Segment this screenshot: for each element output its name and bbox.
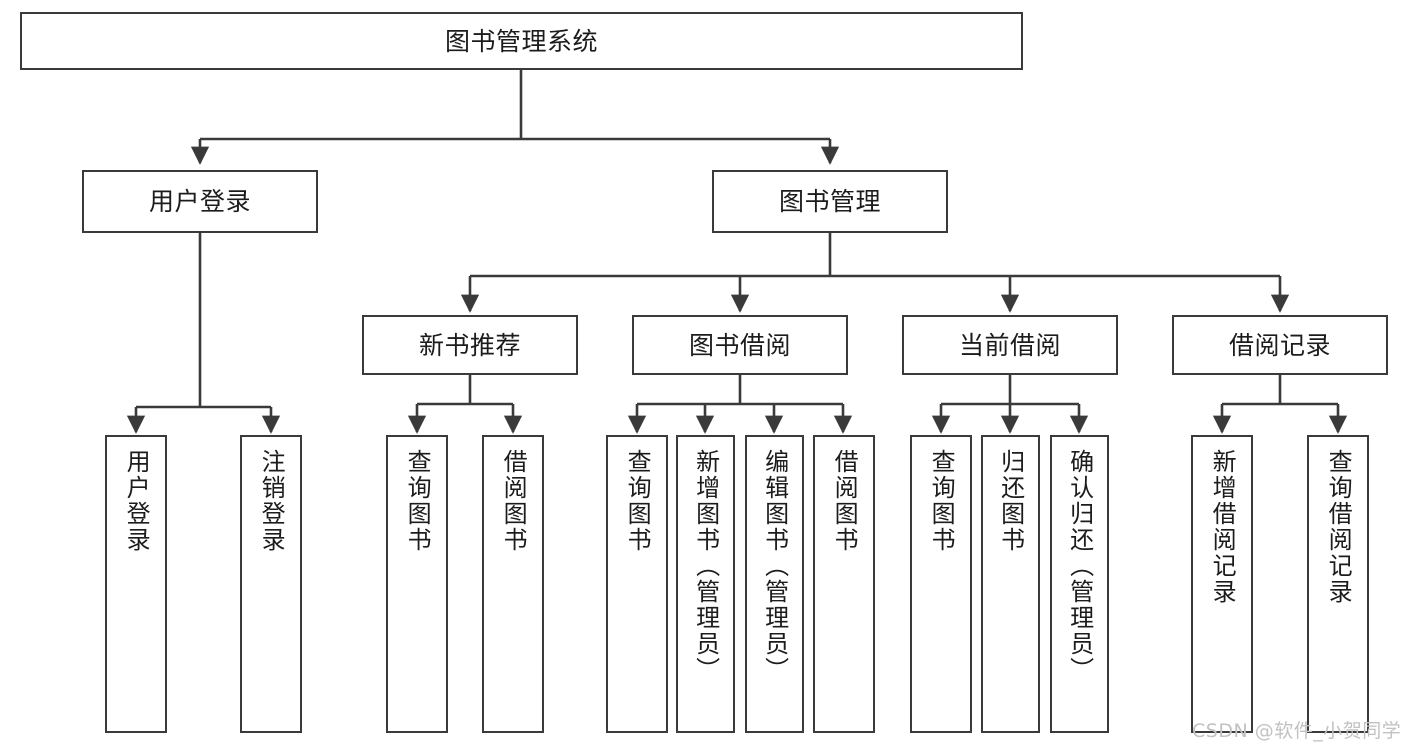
node-book-borrow[interactable]: 图书借阅 xyxy=(632,315,848,375)
leaf-confirm-return-admin[interactable]: 确认归还（管理员） xyxy=(1050,435,1109,733)
leaf-logout[interactable]: 注销登录 xyxy=(240,435,302,733)
node-label: 注销登录 xyxy=(257,449,286,553)
leaf-query-book-borrow[interactable]: 查询图书 xyxy=(606,435,668,733)
node-user-login[interactable]: 用户登录 xyxy=(82,170,318,233)
node-label: 借阅图书 xyxy=(830,449,859,553)
node-label: 编辑图书（管理员） xyxy=(760,449,789,683)
node-label: 确认归还（管理员） xyxy=(1065,449,1094,683)
node-label: 查询图书 xyxy=(927,449,956,553)
node-label: 新增图书（管理员） xyxy=(691,449,720,683)
node-label: 图书管理 xyxy=(778,187,881,216)
leaf-edit-book-admin[interactable]: 编辑图书（管理员） xyxy=(745,435,804,733)
node-label: 查询图书 xyxy=(403,449,432,553)
leaf-query-borrow-record[interactable]: 查询借阅记录 xyxy=(1307,435,1369,733)
node-borrow-record[interactable]: 借阅记录 xyxy=(1172,315,1388,375)
node-label: 借阅记录 xyxy=(1228,330,1331,360)
watermark-csdn: CSDN @软件_小贺同学 xyxy=(1192,720,1402,742)
node-book-management[interactable]: 图书管理 xyxy=(712,170,948,233)
leaf-add-book-admin[interactable]: 新增图书（管理员） xyxy=(676,435,735,733)
leaf-query-book-recommend[interactable]: 查询图书 xyxy=(386,435,448,733)
node-label: 用户登录 xyxy=(122,449,151,553)
node-label: 新书推荐 xyxy=(418,330,521,360)
leaf-borrow-book-recommend[interactable]: 借阅图书 xyxy=(482,435,544,733)
node-label: 新增借阅记录 xyxy=(1208,449,1237,605)
leaf-user-login[interactable]: 用户登录 xyxy=(105,435,167,733)
node-label: 当前借阅 xyxy=(958,330,1061,360)
node-label: 查询借阅记录 xyxy=(1324,449,1353,605)
leaf-add-borrow-record[interactable]: 新增借阅记录 xyxy=(1191,435,1253,733)
node-label: 用户登录 xyxy=(148,187,251,216)
leaf-borrow-book[interactable]: 借阅图书 xyxy=(813,435,875,733)
node-label: 图书管理系统 xyxy=(444,26,598,56)
leaf-return-book[interactable]: 归还图书 xyxy=(981,435,1040,733)
node-label: 图书借阅 xyxy=(688,330,791,360)
node-label: 查询图书 xyxy=(623,449,652,553)
node-root-book-management-system[interactable]: 图书管理系统 xyxy=(20,12,1023,70)
node-new-book-recommend[interactable]: 新书推荐 xyxy=(362,315,578,375)
node-label: 借阅图书 xyxy=(499,449,528,553)
leaf-query-book-current[interactable]: 查询图书 xyxy=(910,435,972,733)
node-label: 归还图书 xyxy=(996,449,1025,553)
node-current-borrow[interactable]: 当前借阅 xyxy=(902,315,1118,375)
